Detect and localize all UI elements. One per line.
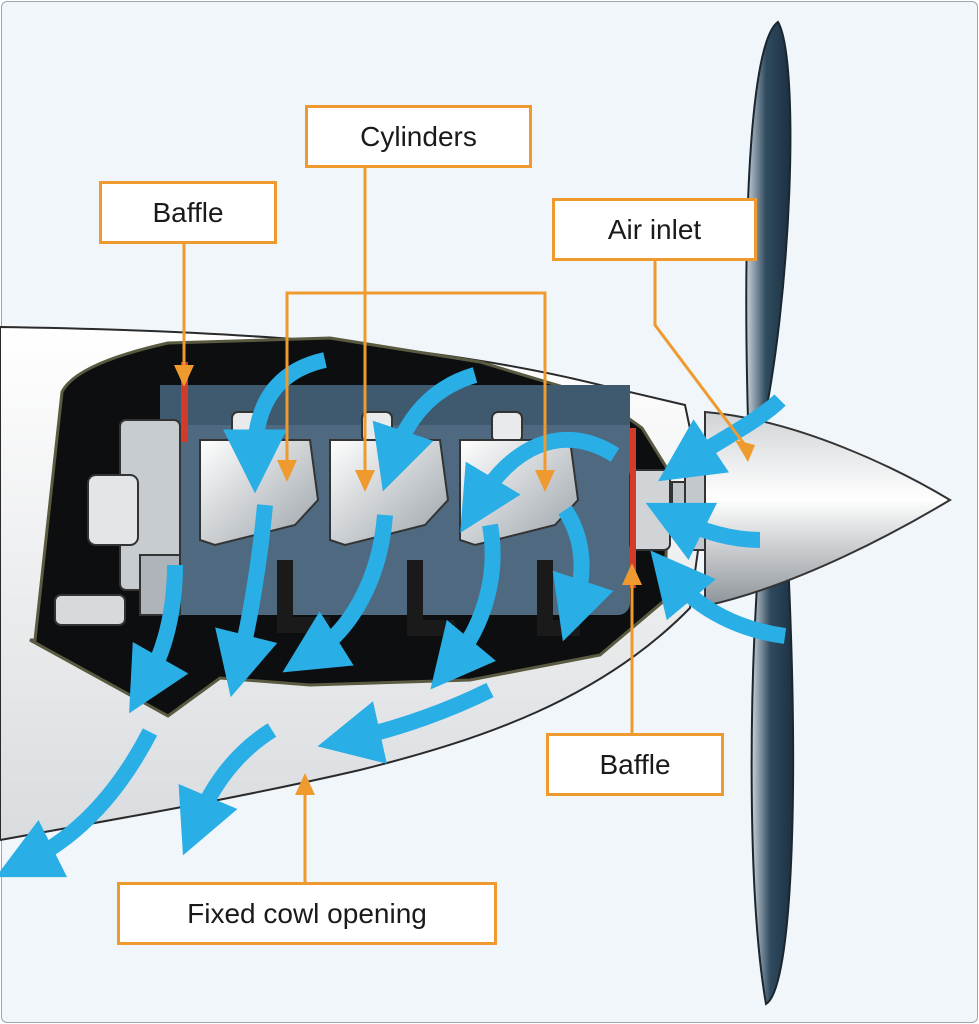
airflow-arrow-icon	[178, 723, 277, 856]
airflow-arrow-icon	[460, 431, 620, 533]
airflow-arrow-icon	[650, 550, 787, 644]
leader-arrowheads	[174, 365, 755, 795]
label-fixed-cowl-opening: Fixed cowl opening	[117, 882, 497, 945]
leader-lines	[182, 168, 747, 882]
label-air-inlet: Air inlet	[552, 198, 757, 261]
airflow-arrow-icon	[645, 502, 761, 561]
label-baffle-bottom: Baffle	[546, 733, 724, 796]
airflow-arrow-icon	[129, 564, 189, 714]
airflow-arrow-icon	[552, 505, 614, 642]
propeller	[745, 20, 795, 1006]
airflow-arrow-icon	[372, 367, 478, 492]
leader-line-cylinders-bracket	[285, 291, 547, 470]
airflow-arrow-icon	[282, 514, 393, 673]
airflow-arrow-icon	[658, 394, 786, 482]
airflow-arrow-icon	[215, 504, 278, 698]
baffle-front-plate	[630, 428, 636, 588]
baffle-top-plate	[181, 362, 188, 442]
label-baffle-top: Baffle	[99, 181, 277, 244]
airflow-arrow-icon	[0, 728, 158, 878]
leader-line-air-inlet	[653, 260, 747, 446]
airflow-arrows	[0, 352, 787, 878]
airflow-arrow-icon	[317, 682, 494, 764]
label-cylinders: Cylinders	[305, 105, 532, 168]
airflow-arrow-icon	[430, 523, 501, 690]
airflow-arrow-icon	[223, 352, 327, 494]
